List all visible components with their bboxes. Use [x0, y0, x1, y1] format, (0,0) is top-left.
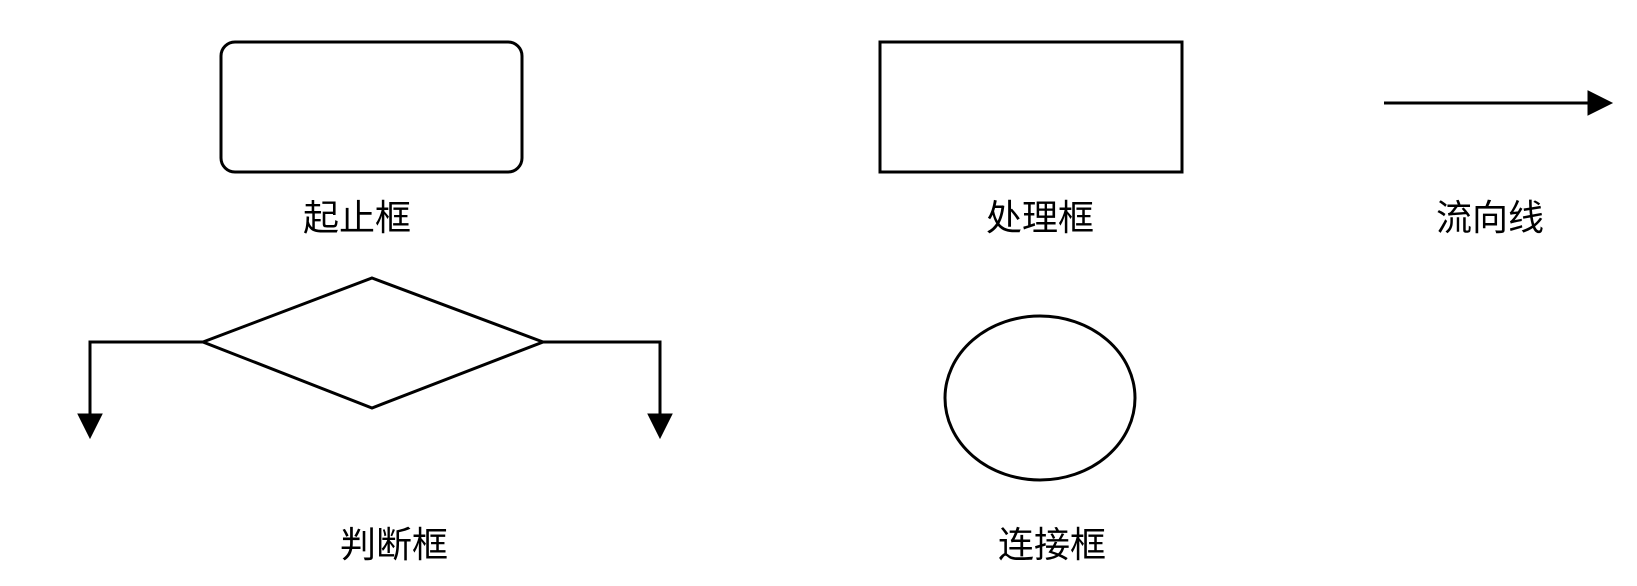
decision-label: 判断框: [340, 525, 448, 566]
decision-left-arrowhead-icon: [77, 413, 103, 440]
connector-label: 连接框: [998, 525, 1106, 566]
flowline-label: 流向线: [1436, 198, 1544, 239]
flowline-arrowhead-icon: [1587, 90, 1614, 116]
decision-right-arrowhead-icon: [647, 413, 673, 440]
terminal-label: 起止框: [303, 198, 411, 239]
flowline-symbol: 流向线: [1384, 90, 1614, 239]
decision-left-branch-line: [88, 340, 203, 418]
connector-ellipse: [943, 314, 1137, 482]
decision-diamond: [198, 276, 548, 410]
process-rectangle: [878, 40, 1184, 174]
process-symbol: 处理框: [878, 40, 1184, 239]
terminal-rounded-rectangle: [219, 40, 524, 174]
connector-symbol: 连接框: [943, 314, 1137, 566]
terminal-symbol: 起止框: [219, 40, 524, 239]
process-label: 处理框: [986, 198, 1094, 239]
decision-symbol: 判断框: [77, 276, 673, 566]
decision-right-branch-line: [543, 340, 662, 418]
